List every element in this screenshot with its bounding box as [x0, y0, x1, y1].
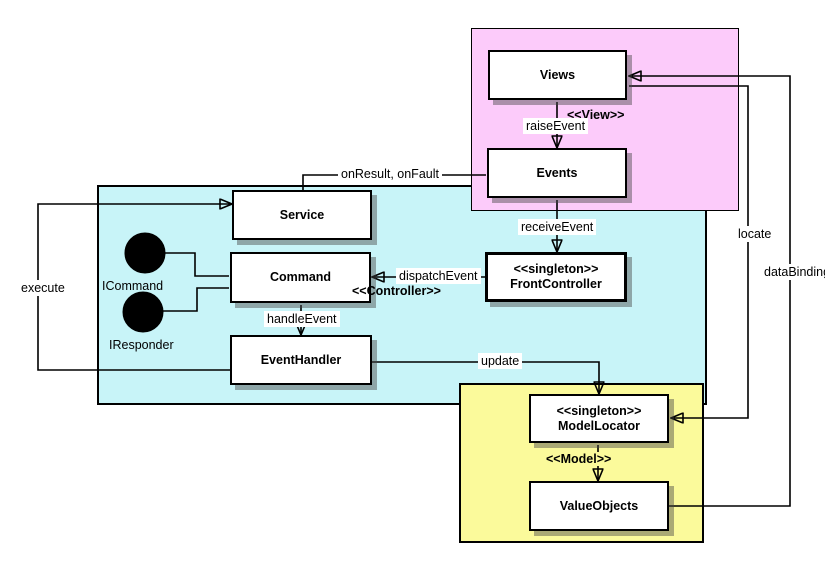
node-model-locator: <<singleton>> ModelLocator [529, 394, 669, 443]
node-views: Views [488, 50, 627, 100]
node-event-handler-label: EventHandler [260, 352, 342, 367]
edge-label-locate: locate [735, 226, 775, 242]
node-events-label: Events [536, 165, 578, 180]
node-value-objects: ValueObjects [529, 481, 669, 531]
edge-label-execute: execute [18, 280, 68, 296]
node-front-controller-stereotype: <<singleton>> [513, 262, 599, 276]
node-model-locator-stereotype: <<singleton>> [556, 403, 642, 418]
edge-label-receive-event: receiveEvent [518, 219, 597, 235]
icommand-interface-circle [124, 232, 166, 274]
node-event-handler: EventHandler [230, 335, 372, 385]
iresponder-connector [163, 287, 229, 312]
iresponder-interface-label: IResponder [109, 338, 174, 352]
node-events: Events [487, 148, 627, 198]
node-views-label: Views [539, 67, 576, 82]
node-command-label: Command [269, 270, 332, 284]
edge-label-raise-event: raiseEvent [523, 118, 589, 134]
controller-stereotype-label: <<Controller>> [352, 284, 441, 298]
node-front-controller-label: FrontController [510, 277, 602, 291]
edge-data-binding [629, 76, 791, 507]
edge-label-data-binding: dataBinding [761, 264, 825, 280]
node-service: Service [232, 190, 372, 240]
icommand-connector [165, 252, 229, 277]
node-value-objects-label: ValueObjects [559, 498, 639, 513]
edge-label-dispatch-event: dispatchEvent [396, 268, 481, 284]
node-model-locator-label: ModelLocator [558, 418, 640, 433]
node-command: Command [230, 252, 371, 303]
model-stereotype-label: <<Model>> [546, 452, 612, 466]
edge-label-handle-event: handleEvent [264, 311, 340, 327]
edge-update [372, 361, 599, 394]
icommand-interface-label: ICommand [102, 279, 164, 293]
iresponder-interface-circle [122, 291, 164, 333]
edge-locate [629, 85, 749, 418]
edge-label-update: update [478, 353, 523, 369]
node-service-label: Service [279, 207, 325, 222]
node-front-controller: <<singleton>> FrontController [485, 252, 627, 302]
edge-label-on-result-on-fault: onResult, onFault [338, 166, 442, 182]
